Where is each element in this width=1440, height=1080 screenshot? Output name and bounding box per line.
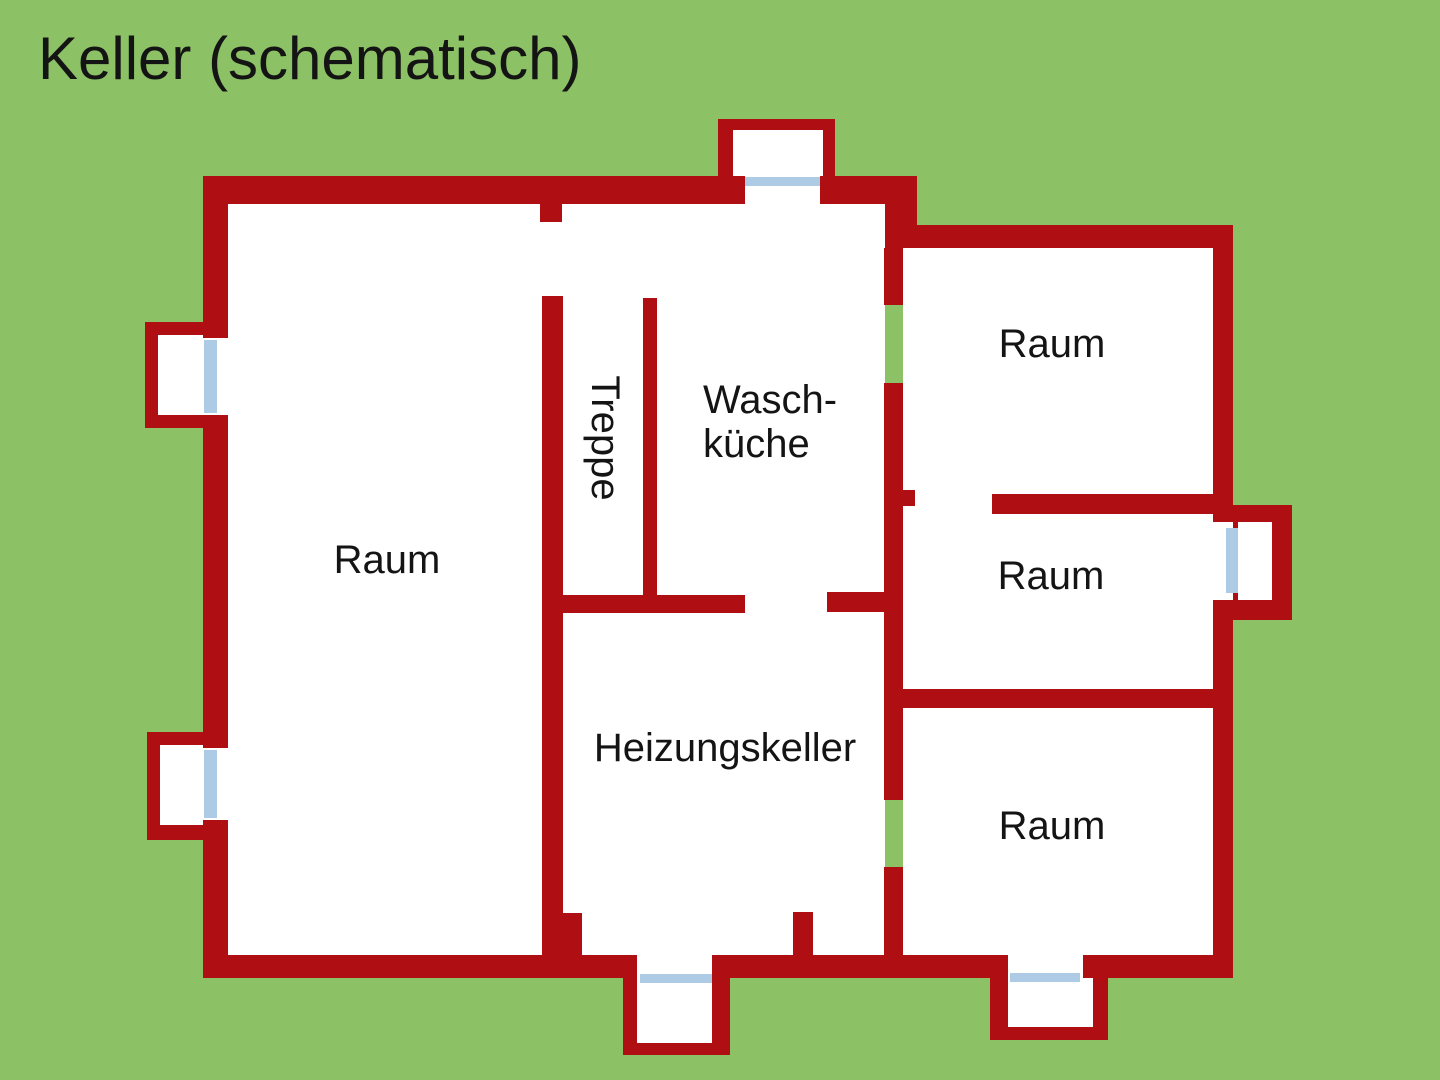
wall-treppe-right [643, 298, 657, 595]
room-label-waschkueche: Wasch- küche [703, 378, 838, 466]
bay-inner-left-lower [160, 745, 203, 825]
wall-treppe-bottom [542, 595, 745, 613]
bay-inner-bottom-right [1008, 978, 1093, 1027]
wall-left-lower [203, 820, 228, 978]
wall-bottom-mid [712, 955, 1008, 978]
window-glass-left-upper [204, 340, 217, 413]
room-label-heizungskeller: Heizungskeller [593, 726, 857, 770]
room-label-raum-left: Raum [333, 538, 441, 582]
wall-center-lower [884, 867, 903, 955]
wall-corridor-stub [540, 204, 562, 222]
room-label-raum-bottom-right: Raum [998, 804, 1106, 848]
page-title: Keller (schematisch) [38, 25, 582, 92]
window-glass-bottom-right [1010, 973, 1080, 982]
bay-inner-right [1238, 522, 1272, 600]
wall-left-middle [203, 415, 228, 748]
window-glass-right [1226, 528, 1238, 593]
wall-top-connector [885, 176, 917, 248]
wall-right-upper [1213, 225, 1233, 522]
wall-gap-entrance [745, 186, 820, 204]
wall-right-lower [1213, 600, 1233, 978]
wall-bottom-right [1083, 955, 1233, 978]
bay-inner-bottom-left [637, 978, 712, 1043]
wall-center-upper [884, 248, 903, 305]
room-label-raum-top-right: Raum [998, 322, 1106, 366]
floor-right-section [903, 248, 1213, 955]
wall-heizung-sw-stub [563, 913, 582, 978]
wall-gap-bottom-right [1008, 955, 1083, 978]
room-label-treppe: Treppe [583, 375, 627, 501]
wall-top-mid [820, 176, 885, 204]
wall-top-right-section [917, 225, 1233, 248]
window-glass-left-lower [204, 750, 217, 818]
wall-divider1-stub [903, 490, 915, 506]
wall-raum-treppe-divider [542, 296, 563, 978]
bay-inner-left-upper [158, 335, 203, 415]
bay-inner-top [733, 130, 823, 177]
wall-top-left [203, 176, 745, 204]
room-label-raum-middle-right: Raum [997, 554, 1105, 598]
wall-right-rooms-divider1 [992, 494, 1213, 514]
window-glass-entrance [745, 177, 820, 186]
wall-bottom-left [203, 955, 637, 978]
wall-gap-bottom-left [637, 955, 712, 978]
wall-right-rooms-divider2 [898, 689, 1213, 708]
wall-bottom-stub [793, 912, 813, 978]
window-glass-bottom-left [640, 974, 712, 983]
